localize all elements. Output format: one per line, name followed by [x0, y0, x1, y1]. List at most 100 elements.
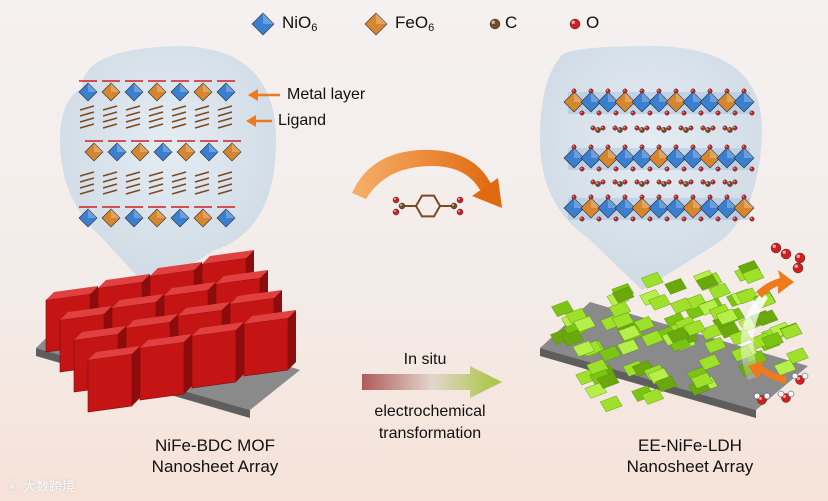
ldh-layer-octahedron-shine: [659, 148, 669, 158]
ldh-layer-octahedron-shine: [676, 198, 686, 208]
mof-ligand-bond: [194, 189, 210, 195]
ldh-interlayer-carbon: [683, 181, 689, 187]
ldh-layer-octahedron: [631, 91, 653, 113]
ldh-interlayer-oxygen-shine: [601, 180, 603, 182]
ldh-oxygen: [613, 110, 619, 116]
bdc-oxygen: [392, 208, 400, 216]
ldh-oxygen: [613, 216, 619, 222]
ldh-oxygen-shine: [750, 217, 752, 219]
atom-icon-oxygen-shine: [571, 20, 575, 24]
ldh-layer-octahedron: [614, 147, 636, 169]
ldh-oxygen-shine: [674, 145, 676, 147]
ldh-interlayer-carbon: [661, 127, 667, 133]
ldh-oxygen: [571, 144, 577, 150]
mof-ligand-bond: [102, 189, 118, 195]
ldh-interlayer-oxygen: [666, 179, 672, 185]
ldh-oxygen: [622, 194, 628, 200]
ldh-oxygen: [579, 166, 585, 172]
ldh-oxygen: [596, 216, 602, 222]
bdc-carboxyl-carbon-left: [398, 202, 406, 210]
ldh-interlayer-carbon-shine: [618, 128, 621, 130]
ldh-layer-octahedron-shine: [727, 198, 737, 208]
left-caption-line1: NiFe-BDC MOF: [155, 436, 275, 455]
mof-ligand-bond: [148, 177, 164, 183]
mof-ligand-bond: [148, 171, 164, 177]
mof-metal-octahedron: [84, 142, 104, 162]
ldh-layer-octahedron: [597, 91, 619, 113]
ldh-interlayer-carbon: [617, 181, 623, 187]
ldh-oxygen: [681, 166, 687, 172]
ldh-interlayer-carbon: [683, 127, 689, 133]
process-line2-label: transformation: [378, 425, 482, 442]
ldh-layer-octahedron-shine: [693, 148, 703, 158]
mof-ligand-bond: [125, 177, 141, 183]
metal-layer-callout-arrowhead: [248, 89, 258, 101]
ldh-nanosheet-flake: [640, 271, 664, 289]
mof-nanosheet-top: [230, 290, 282, 304]
ldh-oxygen-shine: [733, 167, 735, 169]
mof-metal-octahedron-shine: [111, 209, 120, 218]
mof-ligand-bond: [194, 111, 210, 117]
mof-nanosheet-top: [60, 306, 112, 320]
mof-metal-octahedron: [124, 208, 144, 228]
ldh-interlayer-carbon: [705, 127, 711, 133]
atom-icon-carbon-shine: [491, 20, 495, 24]
ldh-interlayer-oxygen: [644, 179, 650, 185]
ldh-layer-octahedron: [648, 91, 670, 113]
ligand-label: Ligand: [278, 112, 327, 129]
ldh-layer-octahedron-shine: [608, 198, 618, 208]
mof-ligand-bond: [125, 105, 141, 111]
ldh-interlayer-carbon-shine: [684, 128, 687, 130]
mof-nanosheet-top: [216, 270, 268, 284]
mof-metal-octahedron: [170, 208, 190, 228]
mof-ligand-bond: [171, 183, 187, 189]
ldh-layer-octahedron: [597, 197, 619, 219]
mof-ligand-bond: [171, 105, 187, 111]
ldh-oxygen: [673, 144, 679, 150]
ldh-oxygen: [749, 166, 755, 172]
ldh-oxygen-shine: [716, 217, 718, 219]
ldh-interlayer-oxygen-shine: [689, 126, 691, 128]
ldh-oxygen: [732, 166, 738, 172]
ldh-layer-octahedron: [733, 147, 755, 169]
ldh-oxygen-shine: [640, 89, 642, 92]
ldh-oxygen: [605, 194, 611, 200]
mof-ligand-bond: [125, 189, 141, 195]
mof-metal-octahedron: [199, 142, 219, 162]
ldh-interlayer-oxygen-shine: [723, 180, 725, 182]
ldh-oxygen: [579, 110, 585, 116]
mof-ligand-bond: [79, 105, 95, 111]
ldh-nanosheet-flake: [669, 297, 693, 315]
ldh-layer-octahedron: [733, 91, 755, 113]
ldh-layer-octahedron-shine: [574, 198, 584, 208]
metal-layer-label: Metal layer: [287, 86, 366, 103]
octahedron-icon-feo6: [364, 12, 388, 36]
ldh-interlayer-oxygen-shine: [689, 180, 691, 182]
ldh-layer-octahedron-shine: [591, 198, 601, 208]
ldh-layer-octahedron: [682, 197, 704, 219]
mof-metal-octahedron: [124, 82, 144, 102]
ldh-oxygen-shine: [623, 145, 625, 147]
mof-ligand-bond: [194, 105, 210, 111]
ldh-layer-octahedron-shine: [642, 92, 652, 102]
ldh-interlayer-carbon-shine: [640, 128, 643, 130]
mof-ligand-bond: [148, 183, 164, 189]
mof-nanosheet-top: [98, 274, 150, 288]
mof-ligand-bond: [125, 123, 141, 129]
ldh-layer-octahedron: [580, 197, 602, 219]
ldh-oxygen-shine: [674, 195, 676, 197]
ldh-oxygen-shine: [648, 167, 650, 169]
ldh-layer-octahedron: [665, 91, 687, 113]
ldh-oxygen: [639, 144, 645, 150]
mof-ligand-bond: [171, 111, 187, 117]
ldh-layer-octahedron-shine: [574, 148, 584, 158]
mof-nanosheet-side: [184, 334, 192, 394]
ldh-nanosheet-flake: [584, 382, 608, 399]
ldh-layer-octahedron: [682, 91, 704, 113]
mof-metal-octahedron-shine: [157, 83, 166, 92]
octahedron-icon-nio6-shine: [263, 13, 274, 24]
bdc-carboxyl-carbon-right-shine: [451, 203, 455, 206]
mof-nanosheet-top: [178, 302, 230, 316]
ldh-layer-octahedron-shine: [659, 92, 669, 102]
ldh-interlayer-oxygen-shine: [645, 180, 647, 182]
